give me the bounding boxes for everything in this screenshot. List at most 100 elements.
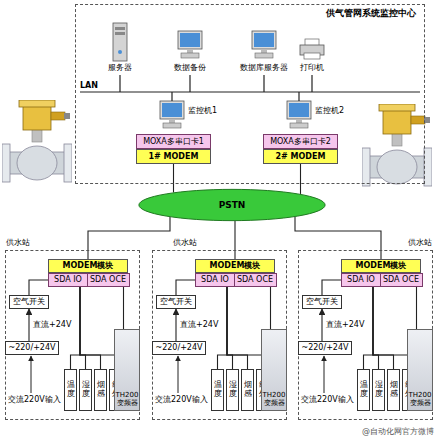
connector xyxy=(227,287,248,369)
connector xyxy=(29,280,48,295)
node-text: MOXA多串口卡1 xyxy=(143,137,204,146)
serial-card-box: MOXA多串口卡1 xyxy=(136,134,211,149)
air-switch-box: 空气开关 xyxy=(9,295,49,309)
node-text: 空气开关 xyxy=(306,297,338,306)
sensor-box: 烟感 xyxy=(94,369,107,411)
serial-card-box: MOXA多串口卡2 xyxy=(263,134,338,149)
region-title: 供水站 xyxy=(173,238,197,247)
computer-icon xyxy=(160,101,184,128)
power-input-label: 交流220V输入 xyxy=(8,395,61,404)
sensor-box: 温度 xyxy=(211,369,224,411)
node-text: SDA OCE xyxy=(90,275,126,284)
edge-label: 直流+24V xyxy=(32,320,72,329)
device-label: 数据备份 xyxy=(174,63,206,72)
node-text: MODEM模块 xyxy=(63,261,114,270)
node-text: 红外 xyxy=(259,381,267,399)
station-region: 供水站MODEM模块SDA IOSDA OCE空气开关~220/+24V温度湿度… xyxy=(5,250,140,420)
node-text: 空气开关 xyxy=(160,297,192,306)
node-text: MODEM模块 xyxy=(356,261,407,270)
sensor-box: 温度 xyxy=(64,369,77,411)
node-text: TH200 变频器 xyxy=(115,391,139,407)
sensor-box: 湿度 xyxy=(372,369,385,411)
connector xyxy=(373,287,409,369)
node-text: 温度 xyxy=(214,381,222,399)
node-text: SDA IO xyxy=(347,275,375,284)
computer-icon xyxy=(252,31,276,58)
connector xyxy=(80,287,86,369)
edge-label: 直流+24V xyxy=(325,320,365,329)
node-text: SDA OCE xyxy=(237,275,273,284)
node-text: 湿度 xyxy=(82,381,90,399)
lan-bus xyxy=(80,75,420,101)
power-input-arrow xyxy=(31,356,324,393)
node-text: 烟感 xyxy=(97,381,105,399)
power-supply-box: ~220/+24V xyxy=(5,341,59,355)
sensor-box: 烟感 xyxy=(241,369,254,411)
power-input-label: 交流220V输入 xyxy=(301,395,354,404)
monitoring-center-region: 供气管网系统监控中心 MOXA多串口卡1 1# MODEM MOXA多串口卡2 2# M… xyxy=(75,4,425,184)
sensor-box: 温度 xyxy=(357,369,370,411)
node-text: ~220/+24V xyxy=(301,343,348,352)
modem-module-box: MODEM模块 xyxy=(195,259,275,273)
region-title: 供水站 xyxy=(408,238,432,247)
device-label: 打印机 xyxy=(300,63,324,72)
pstn-ellipse: PSTN xyxy=(137,188,327,222)
connector xyxy=(227,287,233,369)
connector xyxy=(321,309,322,341)
connector xyxy=(71,287,81,369)
io-module-box: SDA OCE xyxy=(87,273,130,287)
node-text: 1# MODEM xyxy=(149,152,199,161)
node-text: TH200 变频器 xyxy=(262,391,286,407)
air-switch-box: 空气开关 xyxy=(302,295,342,309)
io-module-box: SDA IO xyxy=(195,273,235,287)
sensor-box: 湿度 xyxy=(226,369,239,411)
modem-box: 2# MODEM xyxy=(263,149,338,164)
node-text: SDA IO xyxy=(201,275,229,284)
connector xyxy=(88,217,170,259)
printer-icon xyxy=(300,39,324,59)
air-switch-box: 空气开关 xyxy=(156,295,196,309)
watermark: @自动化网官方微博 xyxy=(362,427,434,436)
node-text: 红外 xyxy=(112,381,120,399)
modem-module-box: MODEM模块 xyxy=(341,259,421,273)
connector xyxy=(218,287,228,369)
sensor-box: 烟感 xyxy=(387,369,400,411)
solenoid-valve xyxy=(2,100,72,182)
inverter-box: TH200 变频器 xyxy=(261,329,287,411)
node-text: SDA IO xyxy=(54,275,82,284)
io-module-box: SDA OCE xyxy=(380,273,423,287)
connector xyxy=(416,287,417,329)
connector xyxy=(300,164,301,194)
connector xyxy=(173,164,174,192)
node-text: ~220/+24V xyxy=(8,343,55,352)
inverter-box: TH200 变频器 xyxy=(114,329,140,411)
edge-label: 直流+24V xyxy=(179,320,219,329)
region-title: 供气管网系统监控中心 xyxy=(326,8,416,18)
connector xyxy=(373,287,394,369)
node-text: TH200 变频器 xyxy=(408,391,432,407)
node-text: 湿度 xyxy=(229,381,237,399)
device-label: 监控机2 xyxy=(315,106,344,115)
connector xyxy=(234,221,235,259)
node-text: 红外 xyxy=(405,381,413,399)
device-label: 监控机1 xyxy=(188,106,217,115)
node-text: PSTN xyxy=(219,200,246,210)
connector xyxy=(227,287,263,369)
inverter-box: TH200 变频器 xyxy=(407,329,433,411)
node-text: SDA OCE xyxy=(383,275,419,284)
node-text: 烟感 xyxy=(244,381,252,399)
node-text: MOXA多串口卡2 xyxy=(270,137,331,146)
connector xyxy=(176,280,195,295)
node-text: 空气开关 xyxy=(13,297,45,306)
node-text: 温度 xyxy=(67,381,75,399)
node-text: 温度 xyxy=(360,381,368,399)
station-region: 供水站MODEM模块SDA IOSDA OCE空气开关~220/+24V温度湿度… xyxy=(152,250,287,420)
computer-icon xyxy=(178,31,202,58)
connector xyxy=(322,280,341,295)
io-module-box: SDA OCE xyxy=(234,273,277,287)
node-text: 烟感 xyxy=(390,381,398,399)
power-supply-box: ~220/+24V xyxy=(298,341,352,355)
io-module-box: SDA IO xyxy=(48,273,88,287)
